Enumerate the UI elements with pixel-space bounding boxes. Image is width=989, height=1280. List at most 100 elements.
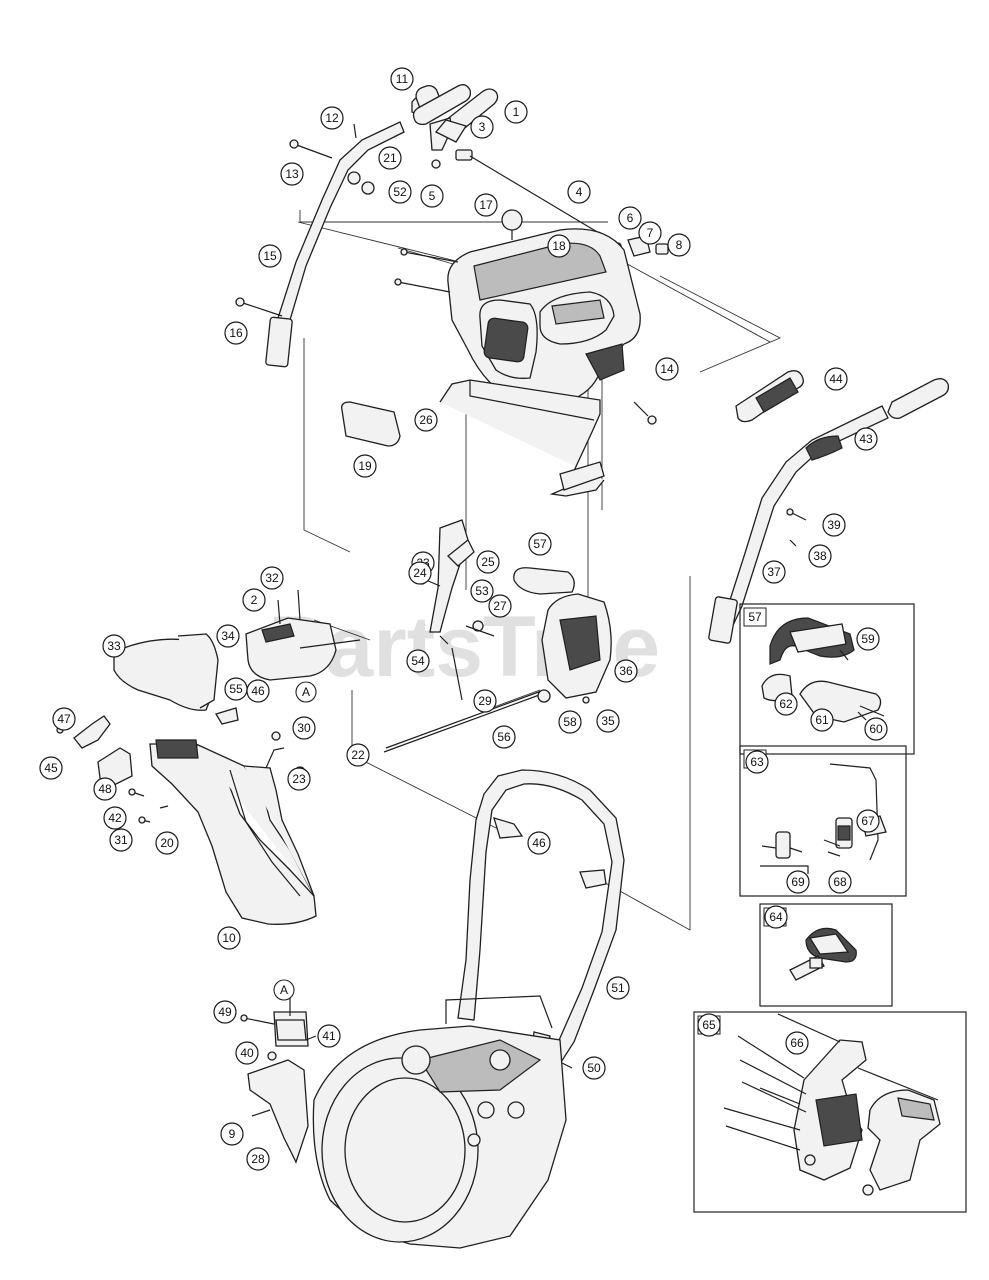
callout-label: 64: [769, 910, 783, 924]
callout-label: 8: [676, 238, 683, 252]
callout-47: 47: [52, 707, 76, 731]
callout-36: 36: [614, 659, 638, 683]
callout-label: 5: [429, 189, 436, 203]
callout-46: 46: [527, 831, 551, 855]
callout-label: 56: [497, 730, 511, 744]
callout-label: 54: [411, 654, 425, 668]
callout-45: 45: [39, 756, 63, 780]
callout-label: 17: [479, 198, 493, 212]
trim-piece: [341, 401, 401, 447]
callout-label: 16: [229, 326, 243, 340]
callout-24: 24: [408, 561, 432, 585]
callout-label: 11: [396, 72, 409, 86]
callout-59: 59: [856, 627, 880, 651]
callout-39: 39: [822, 513, 846, 537]
callout-label: 6: [627, 211, 634, 225]
callout-label: 49: [218, 1005, 232, 1019]
callout-9: 9: [220, 1122, 244, 1146]
callout-label: 59: [861, 632, 875, 646]
callout-54: 54: [406, 649, 430, 673]
callout-label: 48: [98, 782, 112, 796]
callout-label: 57: [533, 537, 547, 551]
handle-fasteners: [235, 123, 375, 317]
callout-label: 50: [587, 1061, 601, 1075]
callout-label: 37: [767, 565, 781, 579]
callout-label: 39: [827, 518, 841, 532]
callout-label: 30: [297, 721, 311, 735]
callout-14: 14: [655, 357, 679, 381]
callout-63: 63: [745, 750, 769, 774]
chute-bracket-parts: [56, 715, 169, 824]
inset-57: 57: [739, 603, 915, 755]
callout-21: 21: [378, 146, 402, 170]
svg-text:A: A: [280, 983, 288, 997]
callout-13: 13: [280, 162, 304, 186]
callout-44: 44: [824, 367, 848, 391]
callout-label: 41: [322, 1029, 336, 1043]
callout-label: 24: [413, 566, 427, 580]
callout-51: 51: [606, 976, 630, 1000]
svg-text:A: A: [302, 685, 310, 699]
callout-label: 35: [601, 714, 615, 728]
callout-10: 10: [217, 926, 241, 950]
drive-control-lever: [429, 88, 499, 151]
callout-4: 4: [567, 180, 591, 204]
callout-68: 68: [828, 870, 852, 894]
callout-48: 48: [93, 777, 117, 801]
callout-label: 29: [478, 694, 492, 708]
callout-label: 67: [861, 814, 875, 828]
leader-line: [351, 690, 501, 831]
dash-panel: [447, 209, 641, 405]
callout-label: 46: [532, 836, 546, 850]
callout-label: 4: [576, 185, 583, 199]
callout-label: 10: [222, 931, 236, 945]
callout-52: 52: [388, 180, 412, 204]
callout-5: 5: [420, 184, 444, 208]
reference-mark-a-upper: A: [295, 681, 317, 703]
callout-17: 17: [474, 193, 498, 217]
callout-label: 63: [750, 755, 764, 769]
callout-label: 3: [479, 120, 486, 134]
discharge-chute: [149, 739, 317, 925]
callout-label: 68: [833, 875, 847, 889]
leader-line: [303, 338, 351, 553]
callout-65: 65: [697, 1013, 721, 1037]
callout-25: 25: [476, 550, 500, 574]
callout-label: 45: [44, 761, 58, 775]
callout-label: 43: [859, 432, 873, 446]
callout-label: 23: [292, 772, 306, 786]
callout-61: 61: [810, 708, 834, 732]
callout-label: 58: [563, 715, 577, 729]
callout-label: 34: [221, 629, 235, 643]
callout-label: 1: [513, 105, 520, 119]
callout-label: 62: [779, 697, 793, 711]
callout-50: 50: [582, 1056, 606, 1080]
chute-support-bracket: [240, 998, 317, 1164]
callout-53: 53: [470, 579, 494, 603]
leader-line: [299, 210, 608, 223]
callout-label: 40: [240, 1046, 254, 1060]
callout-19: 19: [353, 454, 377, 478]
callout-43: 43: [854, 427, 878, 451]
callout-label: 61: [815, 713, 829, 727]
callout-label: 21: [383, 151, 397, 165]
callout-label: 38: [813, 549, 827, 563]
callout-66: 66: [785, 1031, 809, 1055]
upper-handle-left: [265, 85, 443, 368]
callout-label: 9: [229, 1127, 236, 1141]
dash-bracket: [439, 379, 605, 497]
callout-46: 46: [246, 679, 270, 703]
callout-1: 1: [504, 100, 528, 124]
callout-label: 28: [251, 1152, 265, 1166]
callout-30: 30: [292, 716, 316, 740]
callout-label: 55: [229, 682, 243, 696]
callout-label: 15: [263, 249, 277, 263]
inset-label-57: 57: [743, 607, 767, 627]
callout-label: 33: [107, 639, 121, 653]
auger-housing: [312, 995, 567, 1249]
svg-text:57: 57: [748, 610, 762, 624]
callout-56: 56: [492, 725, 516, 749]
chute-deflector: [113, 589, 361, 741]
callout-60: 60: [864, 717, 888, 741]
